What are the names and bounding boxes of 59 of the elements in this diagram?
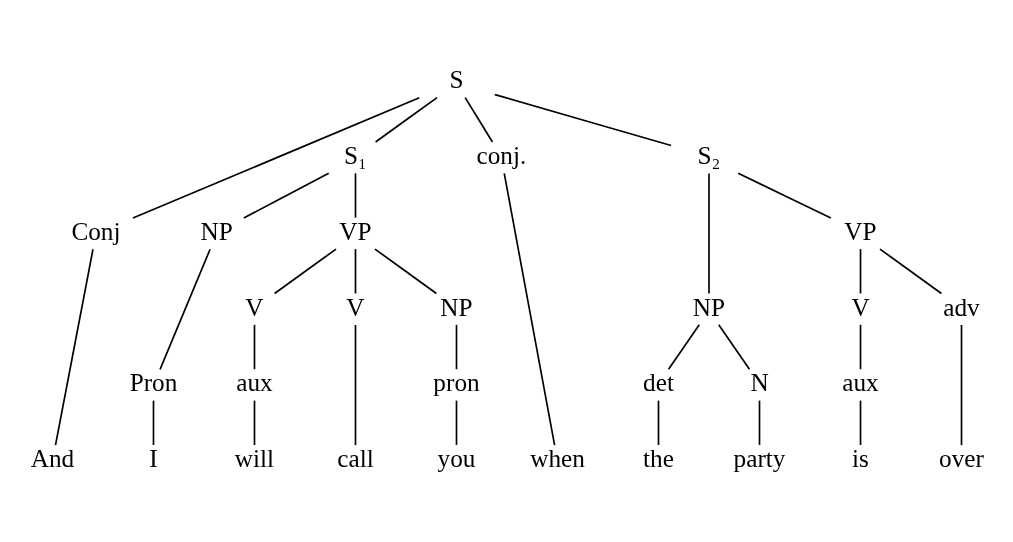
connector [960,323,962,446]
connector [373,247,437,294]
connector [657,399,659,446]
connector [758,399,760,446]
connector [273,247,337,294]
node-text: S [448,64,464,93]
connector [354,323,356,446]
node-text: S₁ [343,140,367,169]
connector [354,247,356,294]
connector [158,247,211,370]
connector [253,399,255,446]
node-text: conj. [475,140,526,169]
connector [878,247,942,294]
node-text: Conj [70,216,121,245]
node-text: the [642,443,674,472]
node-text: Pron [129,367,177,396]
node-text: S₂ [697,140,720,169]
connector [859,399,861,446]
node-text: NP [692,292,725,321]
node-text: V [345,292,365,321]
node-text: over [938,443,984,472]
node-text: when [529,443,585,472]
connector [859,323,861,370]
node-text: NP [199,216,233,245]
node-text: aux [841,367,879,396]
node-text: is [851,443,869,472]
node-text: V [244,292,264,321]
connector [667,323,700,370]
node-text: you [437,443,475,472]
connector [253,323,255,370]
connector [502,172,555,446]
node-text: VP [338,216,372,245]
connector [374,96,438,143]
node-text: N [749,367,769,396]
node-text: VP [843,216,877,245]
connector [455,399,457,446]
connector [354,172,356,219]
node-text: adv [942,292,980,321]
node-text: I [148,443,158,472]
node-text: det [642,367,674,396]
connector [717,323,750,370]
connector [455,323,457,370]
connector [131,96,420,219]
connector [736,172,832,219]
node-text: pron [432,367,480,396]
node-text: will [234,443,274,472]
connector [859,247,861,294]
connector [493,93,672,146]
connector [54,247,94,446]
connector [707,172,710,294]
connector [242,172,330,219]
connector [463,96,493,143]
node-text: NP [439,292,473,321]
node-text: aux [235,367,273,396]
node-text: party [733,443,785,472]
node-text: call [336,443,374,472]
connector [152,399,154,446]
node-text: And [30,443,74,472]
node-text: V [850,292,870,321]
